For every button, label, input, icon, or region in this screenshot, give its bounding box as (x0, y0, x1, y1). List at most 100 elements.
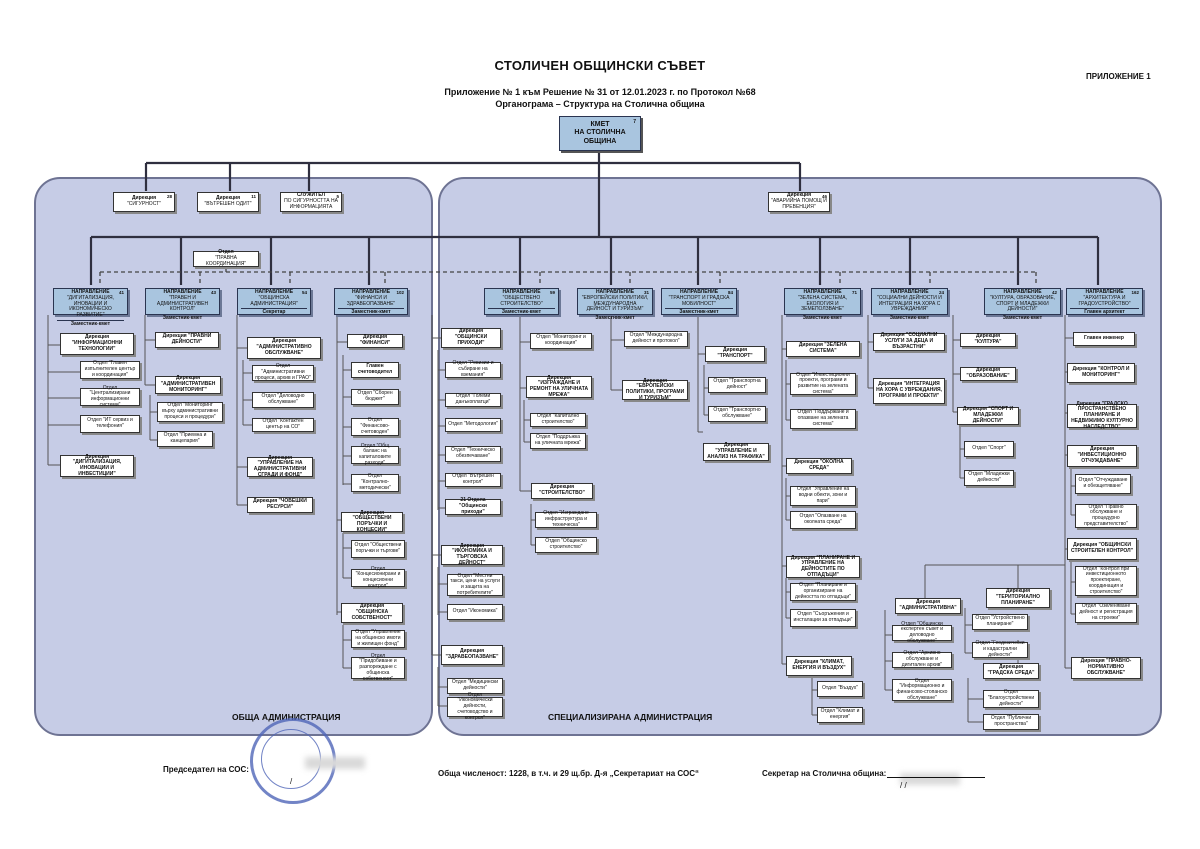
officer-count: 5 (336, 194, 339, 199)
org-unit: Отдел "Финансово-счетоводен" (351, 418, 399, 436)
direction-box-1: 41 НАПРАВЛЕНИЕ "ДИГИТАЛИЗАЦИЯ, ИНОВАЦИИ … (53, 288, 128, 327)
direction-head: Секретар (241, 308, 307, 316)
org-unit: Отдел "Поддържане и опазване на зелената… (790, 409, 856, 429)
direction-name: "ДИГИТАЛИЗАЦИЯ, ИНОВАЦИИ И ИКОНОМИЧЕСКО … (67, 294, 114, 318)
general-administration-label: ОБЩА АДМИНИСТРАЦИЯ (232, 712, 341, 722)
org-unit: Дирекция "ИНФОРМАЦИОННИ ТЕХНОЛОГИИ" (60, 333, 134, 355)
org-unit: Дирекция "ДИГИТАЛИЗАЦИЯ, ИНОВАЦИИ И ИНВЕ… (60, 454, 134, 477)
org-unit: Дирекция "ГРАДСКО ПРОСТРАНСТВЕНО ПЛАНИРА… (1067, 401, 1137, 430)
org-unit: Отдел "Геодезически и кадастрални дейнос… (972, 641, 1028, 658)
org-unit: Отдел "Отчуждаване и обезщетяване" (1075, 474, 1131, 494)
org-unit: Главен счетоводител (351, 362, 399, 378)
direction-count: 43 (210, 290, 216, 295)
direction-box-2: 43 НАПРАВЛЕНИЕ "ПРАВЕН И АДМИНИСТРАТИВЕН… (145, 288, 220, 321)
organogram-subtitle: Органограма – Структура на Столична общи… (495, 99, 705, 109)
org-unit: Дирекция "УПРАВЛЕНИЕ НА АДМИНИСТРАТИВНИ … (247, 455, 313, 478)
direction-count: 84 (727, 290, 733, 295)
direction-box-11: 162 НАПРАВЛЕНИЕ "АРХИТЕКТУРА И ГРАДОУСТР… (1066, 288, 1143, 315)
org-unit: Отдел "Въздух" (817, 681, 863, 697)
direction-name: "ЗЕЛЕНА СИСТЕМА, ЕКОЛОГИЯ И ЗЕМЕПОЛЗВАНЕ… (797, 294, 847, 313)
org-unit: Дирекция "ЗЕЛЕНА СИСТЕМА" (786, 341, 860, 357)
emergency-directorate: 46 Дирекция "АВАРИЙНА ПОМОЩ И ПРЕВЕНЦИЯ" (768, 192, 830, 212)
mayor-box: 7 КМЕТ НА СТОЛИЧНА ОБЩИНА (559, 116, 641, 151)
org-unit: Отдел "Икономически дейности, счетоводст… (447, 692, 503, 721)
org-unit: Отдел "Планиране и организиране на дейно… (790, 583, 856, 601)
org-unit: Отдел "Публични пространства" (983, 714, 1039, 730)
org-unit: Отдел "Методология" (445, 418, 501, 432)
direction-title: НАПРАВЛЕНИЕ (1085, 289, 1124, 295)
direction-box-5: 59 НАПРАВЛЕНИЕ "ОБЩЕСТВЕНО СТРОИТЕЛСТВО"… (484, 288, 559, 315)
org-unit: Отдел "Озеленяване дейност и регистрация… (1075, 603, 1137, 623)
direction-head: Заместник-кмет (57, 319, 124, 328)
direction-name: "ФИНАНСИ И ЗДРАВЕОПАЗВАНЕ" (346, 294, 396, 307)
org-unit: Дирекция "СОЦИАЛНИ УСЛУГИ ЗА ДЕЦА И ВЪЗР… (873, 333, 945, 351)
org-unit: Отдел "Информационно и финансово-стопанс… (892, 678, 952, 701)
direction-title: НАПРАВЛЕНИЕ (163, 289, 202, 295)
security-count: 28 (166, 194, 172, 199)
direction-title: НАПРАВЛЕНИЕ (595, 289, 635, 295)
direction-title: НАПРАВЛЕНИЕ (679, 289, 719, 295)
emergency-name: "АВАРИЙНА ПОМОЩ И ПРЕВЕНЦИЯ" (771, 198, 827, 210)
org-unit: Отдел "Техническо обезпечаване" (445, 446, 501, 462)
direction-head: Заместник-кмет (488, 308, 555, 316)
total-headcount: Обща численост: 1228, в т.ч. и 29 щ.бр. … (438, 769, 699, 778)
org-unit: Отдел "Общински експертен съвет и делово… (892, 621, 952, 644)
audit-name: "ВЪТРЕШЕН ОДИТ" (204, 201, 252, 207)
org-unit: Отдел "Младежки дейности" (964, 470, 1014, 486)
org-unit: Дирекция "УПРАВЛЕНИЕ И АНАЛИЗ НА ТРАФИКА… (703, 443, 769, 461)
org-unit: Отдел "Обществени поръчки и търгове" (351, 540, 405, 558)
org-unit: Отдел "Транспортно обслужване" (708, 406, 766, 422)
org-unit: Отдел "Придобиване и разпореждане с общи… (351, 653, 405, 682)
chairman-label: Председател на СОС: (163, 765, 249, 774)
mayor-count: 7 (633, 119, 636, 125)
direction-box-3: 54 НАПРАВЛЕНИЕ "ОБЩИНСКА АДМИНИСТРАЦИЯ" … (237, 288, 311, 315)
org-unit: Дирекция "ПРАВНО-НОРМАТИВНО ОБСЛУЖВАНЕ" (1071, 657, 1141, 679)
org-unit: Дирекция "СПОРТ И МЛАДЕЖКИ ДЕЙНОСТИ" (957, 407, 1019, 425)
direction-name: "КУЛТУРА, ОБРАЗОВАНИЕ, СПОРТ И МЛАДЕЖКИ … (989, 294, 1056, 313)
chairman-signature: / (290, 777, 293, 786)
org-unit: Отдел "Управление на общинско имоти и жи… (351, 630, 405, 648)
direction-count: 24 (938, 290, 944, 295)
org-unit: Отдел "Съоръжения и инсталации за отпадъ… (790, 609, 856, 627)
audit-title: Дирекция (215, 195, 241, 202)
org-unit: Отдел "ИТ сервиз и телефония" (80, 415, 140, 433)
org-unit: Отдел "Сборен бюджет" (351, 389, 399, 405)
direction-title: НАПРАВЛЕНИЕ (890, 289, 929, 295)
officer-title: СЛУЖИТЕЛ (296, 192, 326, 199)
direction-name: "СОЦИАЛНИ ДЕЙНОСТИ И ИНТЕГРАЦИЯ НА ХОРА … (877, 294, 942, 313)
legal-title: Отдел (218, 249, 234, 256)
direction-count: 102 (396, 290, 404, 295)
mayor-line3: ОБЩИНА (583, 137, 617, 145)
emergency-count: 46 (821, 194, 827, 199)
redacted-signature (305, 757, 365, 769)
org-unit: Отдел "Приемна и канцелария" (157, 431, 213, 447)
org-unit: Отдел "Управление на водни обекти, зони … (790, 486, 856, 506)
decision-subtitle: Приложение № 1 към Решение № 31 от 12.01… (444, 87, 756, 97)
org-unit: Дирекция "ИКОНОМИКА И ТЪРГОВСКА ДЕЙНОСТ" (441, 543, 503, 566)
direction-name: "ЕВРОПЕЙСКИ ПОЛИТИКИ, МЕЖДУНАРОДНА ДЕЙНО… (581, 294, 649, 313)
org-unit: Отдел "Общ баланс на капиталовите разход… (351, 443, 399, 466)
org-unit: Дирекция "ЗДРАВЕОПАЗВАНЕ" (441, 645, 503, 665)
direction-name: "ТРАНСПОРТ И ГРАДСКА МОБИЛНОСТ" (668, 294, 730, 307)
direction-head: Заместник-кмет (988, 314, 1057, 322)
org-unit: Отдел "Устройствено планиране" (972, 614, 1028, 630)
org-unit: Отдел "Медицински дейности" (447, 678, 503, 694)
org-unit: Отдел "Икономика" (447, 604, 503, 620)
direction-title: НАПРАВЛЕНИЕ (254, 289, 294, 295)
direction-title: НАПРАВЛЕНИЕ (351, 289, 391, 295)
org-unit: Отдел "Административни процеси, архив и … (252, 364, 314, 381)
org-unit: Отдел "Благоустройствени дейности" (983, 690, 1039, 708)
org-unit: Отдел "Ревизии и събиране на вземания" (445, 361, 501, 378)
org-unit: Дирекция "ПЛАНИРАНЕ И УПРАВЛЕНИЕ НА ДЕЙН… (786, 555, 860, 578)
org-unit: Дирекция "ОБЩИНСКИ СТРОИТЕЛЕН КОНТРОЛ" (1067, 538, 1137, 560)
org-unit: Дирекция "ОБЩИНСКИ ПРИХОДИ" (441, 328, 501, 348)
direction-count: 54 (301, 290, 307, 295)
direction-count: 41 (118, 290, 124, 295)
direction-title: НАПРАВЛЕНИЕ (71, 289, 110, 295)
org-unit: Отдел "Международна дейност и протокол" (624, 331, 688, 347)
specialized-administration-label: СПЕЦИАЛИЗИРАНА АДМИНИСТРАЦИЯ (548, 712, 713, 722)
org-unit: Отдел "Опазване на околната среда" (790, 511, 856, 529)
org-unit: Дирекция "ЧОВЕШКИ РЕСУРСИ" (247, 497, 313, 513)
org-unit: Отдел "Вътрешен контрол" (445, 473, 501, 487)
